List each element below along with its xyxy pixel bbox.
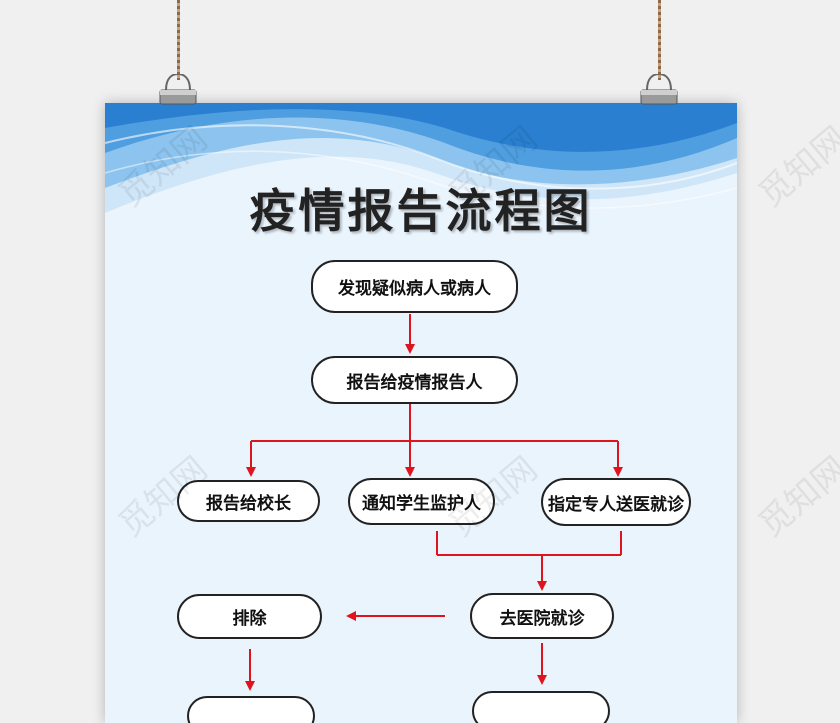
binder-clip-left [159, 74, 197, 105]
watermark: 觅知网 [751, 449, 840, 546]
node-report-to-principal: 报告给校长 [177, 480, 320, 522]
node-bottom-left [187, 696, 315, 723]
node-exclude: 排除 [177, 594, 322, 639]
node-bottom-right [472, 691, 610, 723]
node-notify-guardian: 通知学生监护人 [348, 478, 495, 525]
hanging-string-right [658, 0, 661, 80]
node-go-hospital: 去医院就诊 [470, 593, 614, 639]
wave-header [105, 103, 737, 263]
poster: 疫情报告流程图 发现疑似病人或病人 报告给疫情报告人 报告给校长 通知学生监护人… [105, 103, 737, 723]
poster-title: 疫情报告流程图 [249, 184, 593, 238]
flow-connectors [245, 314, 623, 691]
watermark: 觅知网 [751, 119, 840, 216]
node-found-patient: 发现疑似病人或病人 [311, 260, 518, 313]
binder-clip-right [640, 74, 678, 105]
node-report-to-reporter: 报告给疫情报告人 [311, 356, 518, 404]
hanging-string-left [177, 0, 180, 80]
node-designate-escort: 指定专人送医就诊 [541, 478, 691, 526]
